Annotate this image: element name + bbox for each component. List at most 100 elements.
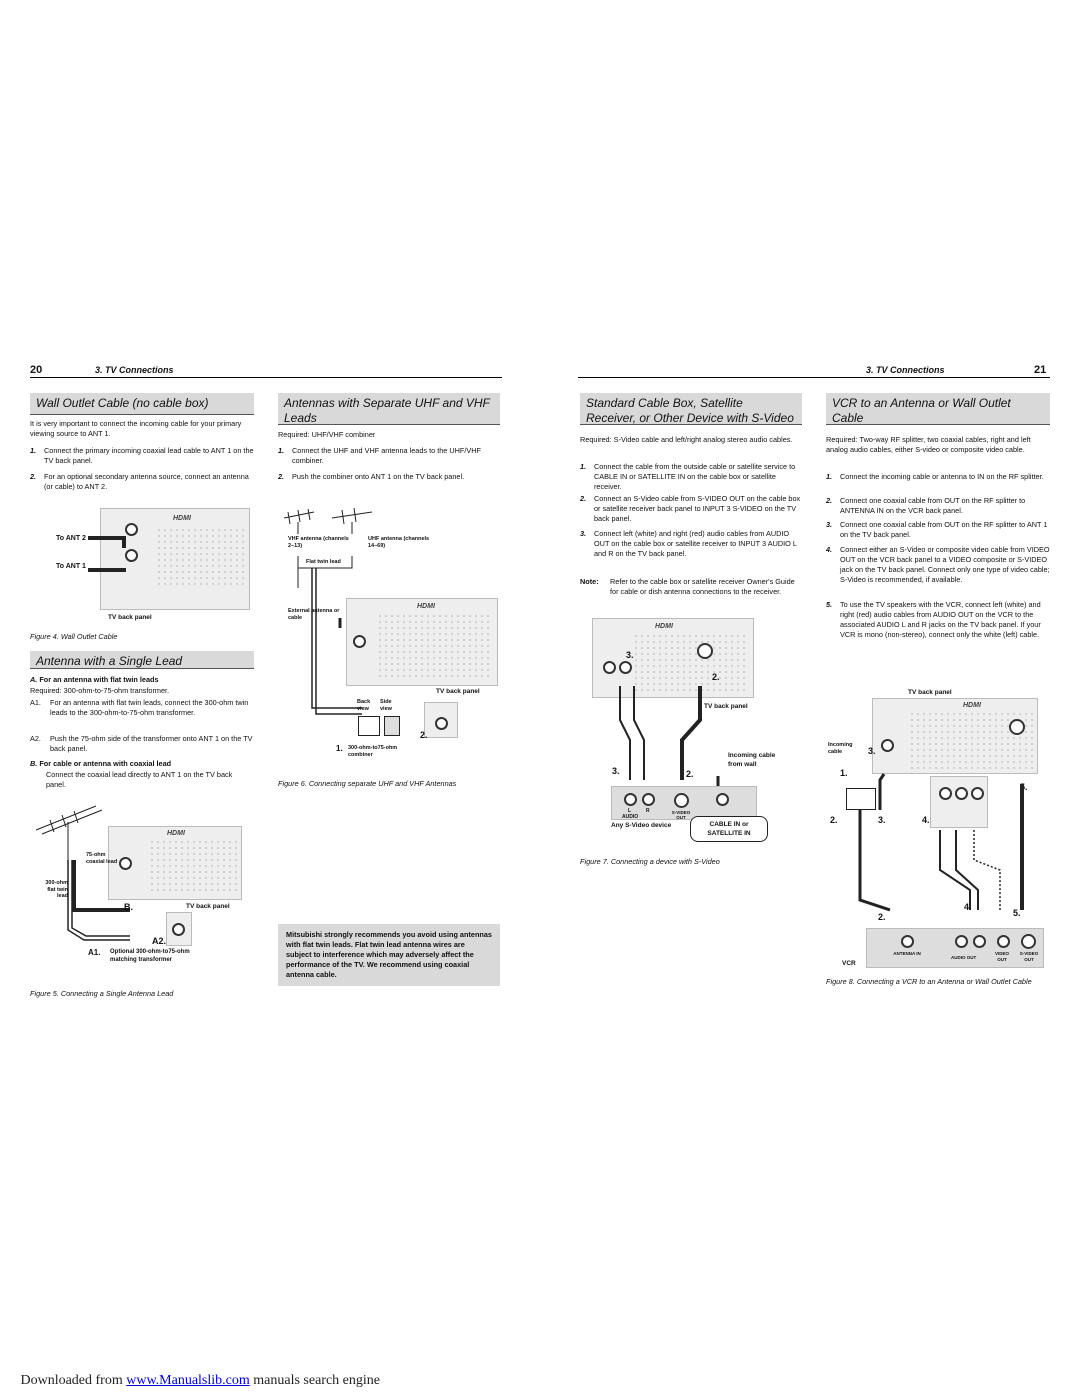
tv-audio-inset: [930, 776, 988, 828]
vcr-step-1: 1. Connect the incoming cable or antenna…: [826, 472, 1044, 481]
ant1-inset-figure-6: [424, 702, 458, 738]
label-optional-transformer: Optional 300-ohm-to75-ohm matching trans…: [110, 949, 190, 963]
ant1-jack-8: [881, 739, 894, 752]
vcr-audio-l-jack: [955, 935, 968, 948]
caption-figure-7: Figure 7. Connecting a device with S-Vid…: [580, 857, 720, 866]
label-flat-twin-lead: Flat twin lead: [306, 559, 341, 565]
tv-back-panel-figure-6: HDMI: [346, 598, 498, 686]
label-side-view: Side view: [380, 699, 392, 712]
label-vcr-n4-bottom: 4.: [964, 902, 972, 912]
manualslib-link[interactable]: www.Manualslib.com: [126, 1373, 250, 1388]
tv-audio-r-jack-8: [955, 787, 968, 800]
label-vcr-video-out: VIDEO OUT: [994, 951, 1009, 962]
label-vcr-n5-bottom: 5.: [1013, 908, 1021, 918]
tv-svideo-jack-8: [1009, 719, 1025, 735]
rf-splitter: [846, 788, 876, 810]
tv-video-jack-8: [971, 787, 984, 800]
label-uhf-antenna: UHF antenna (channels 14–69): [368, 536, 430, 549]
device-audio-r-jack: [642, 793, 655, 806]
panel-jack-grid-7: [633, 633, 749, 693]
panel-jack-grid: [156, 527, 246, 587]
uhf-vhf-antennas-figure-6: [283, 508, 373, 715]
vcr-audio-r-jack: [973, 935, 986, 948]
ant1-inset-jack: [172, 923, 185, 936]
label-tv-back-panel-7: TV back panel: [704, 703, 748, 710]
tv-back-panel-figure-5: HDMI: [108, 826, 242, 900]
label-vcr-n2-top: 2.: [830, 815, 838, 825]
vcr-video-out-jack: [997, 935, 1010, 948]
label-vcr-svideo-out: S-VIDEO OUT: [1019, 951, 1039, 962]
caption-figure-8: Figure 8. Connecting a VCR to an Antenna…: [826, 977, 1032, 986]
label-n3-bottom: 3.: [612, 766, 620, 776]
label-n1-combiner: 1.: [336, 744, 343, 753]
label-vcr-n3-top: 3.: [868, 746, 876, 756]
label-vcr-n3-mid: 3.: [878, 815, 886, 825]
section-title-single-lead: Antenna with a Single Lead: [30, 651, 254, 669]
svideo-required: Required: S-Video cable and left/right a…: [580, 435, 793, 444]
page-number-left: 20: [30, 364, 43, 376]
label-external-antenna: External antenna or cable: [288, 608, 340, 621]
combiner-side-view: [384, 716, 400, 736]
vcr-svideo-out-jack: [1021, 934, 1036, 949]
wall-outlet-step-2: 2. For an optional secondary antenna sou…: [30, 472, 249, 491]
input3-audio-r-jack: [619, 661, 632, 674]
label-back-view: Back view: [357, 699, 371, 712]
combiner-back-view: [358, 716, 380, 736]
step-a2: A2. Push the 75-ohm side of the transfor…: [30, 734, 253, 753]
footer-suffix: manuals search engine: [249, 1373, 380, 1388]
label-device-r: R: [646, 808, 650, 814]
running-header-left: 3. TV Connections: [95, 365, 174, 375]
tv-audio-l-jack-8: [939, 787, 952, 800]
uhf-vhf-step-2: 2. Push the combiner onto ANT 1 on the T…: [278, 472, 465, 481]
vcr-required: Required: Two-way RF splitter, two coaxi…: [826, 435, 1031, 454]
required-transformer: Required: 300-ohm-to-75-ohm transformer.: [30, 686, 170, 695]
ant1-inset-jack-6: [435, 717, 448, 730]
input3-svideo-jack: [697, 643, 713, 659]
label-to-ant2: To ANT 2: [56, 535, 86, 542]
ant1-jack-6: [353, 635, 366, 648]
svideo-cables-figure-7: [619, 686, 720, 796]
download-footer: Downloaded from www.Manualslib.com manua…: [0, 1373, 380, 1389]
device-audio-l-jack: [624, 793, 637, 806]
step-a1: A1. For an antenna with flat twin leads,…: [30, 698, 249, 717]
header-rule-left: [30, 377, 502, 378]
vcr-step-4: 4. Connect either an S-Video or composit…: [826, 545, 1050, 584]
panel-jack-grid-6: [377, 613, 493, 681]
hdmi-logo: HDMI: [173, 515, 191, 522]
page-number-right: 21: [1034, 364, 1047, 376]
input3-audio-l-jack: [603, 661, 616, 674]
label-300ohm-twin: 300-ohm flat twin lead: [45, 880, 68, 899]
svideo-device-panel: L R AUDIO S-VIDEO OUT: [611, 786, 757, 820]
caption-figure-4: Figure 4. Wall Outlet Cable: [30, 632, 118, 641]
label-a2: A2.: [152, 936, 167, 946]
header-rule-right: [578, 377, 1050, 378]
vcr-step-5: 5. To use the TV speakers with the VCR, …: [826, 600, 1041, 639]
hdmi-logo-8: HDMI: [963, 702, 981, 709]
label-n2-bottom: 2.: [686, 769, 694, 779]
label-device-l: L: [628, 808, 632, 814]
label-combiner: 300-ohm-to75-ohm combiner: [348, 745, 398, 758]
ant1-jack-5: [119, 857, 132, 870]
svideo-step-3: 3. Connect left (white) and right (red) …: [580, 529, 797, 558]
ant2-jack: [125, 523, 138, 536]
section-title-uhf-vhf: Antennas with Separate UHF and VHF Leads: [278, 393, 500, 425]
section-title-vcr: VCR to an Antenna or Wall Outlet Cable: [826, 393, 1050, 425]
tv-back-panel-figure-8: HDMI: [872, 698, 1038, 774]
svideo-note: Note: Refer to the cable box or satellit…: [580, 577, 795, 596]
subsection-b-text: Connect the coaxial lead directly to ANT…: [46, 770, 233, 789]
antenna-diagram-figure-5: [35, 805, 130, 941]
caption-figure-5: Figure 5. Connecting a Single Antenna Le…: [30, 989, 174, 998]
device-cable-in-jack: [716, 793, 729, 806]
label-vcr-n2-bottom: 2.: [878, 912, 886, 922]
label-incoming-cable: Incoming cable from wall: [728, 752, 776, 768]
coax-cables-figure-4: [88, 536, 126, 572]
label-device-svideo-out: S-VIDEO OUT: [671, 810, 691, 820]
label-vcr-audio-out: AUDIO OUT: [951, 955, 977, 960]
wall-outlet-step-1: 1. Connect the primary incoming coaxial …: [30, 446, 254, 465]
label-b: B.: [124, 902, 133, 912]
label-tv-back-panel-4: TV back panel: [108, 614, 152, 621]
label-75ohm-coax: 75-ohm coaxial lead: [86, 852, 118, 865]
label-vhf-antenna: VHF antenna (channels 2–13): [288, 536, 349, 549]
label-tv-back-panel-8: TV back panel: [908, 689, 952, 696]
hdmi-logo-5: HDMI: [167, 830, 185, 837]
